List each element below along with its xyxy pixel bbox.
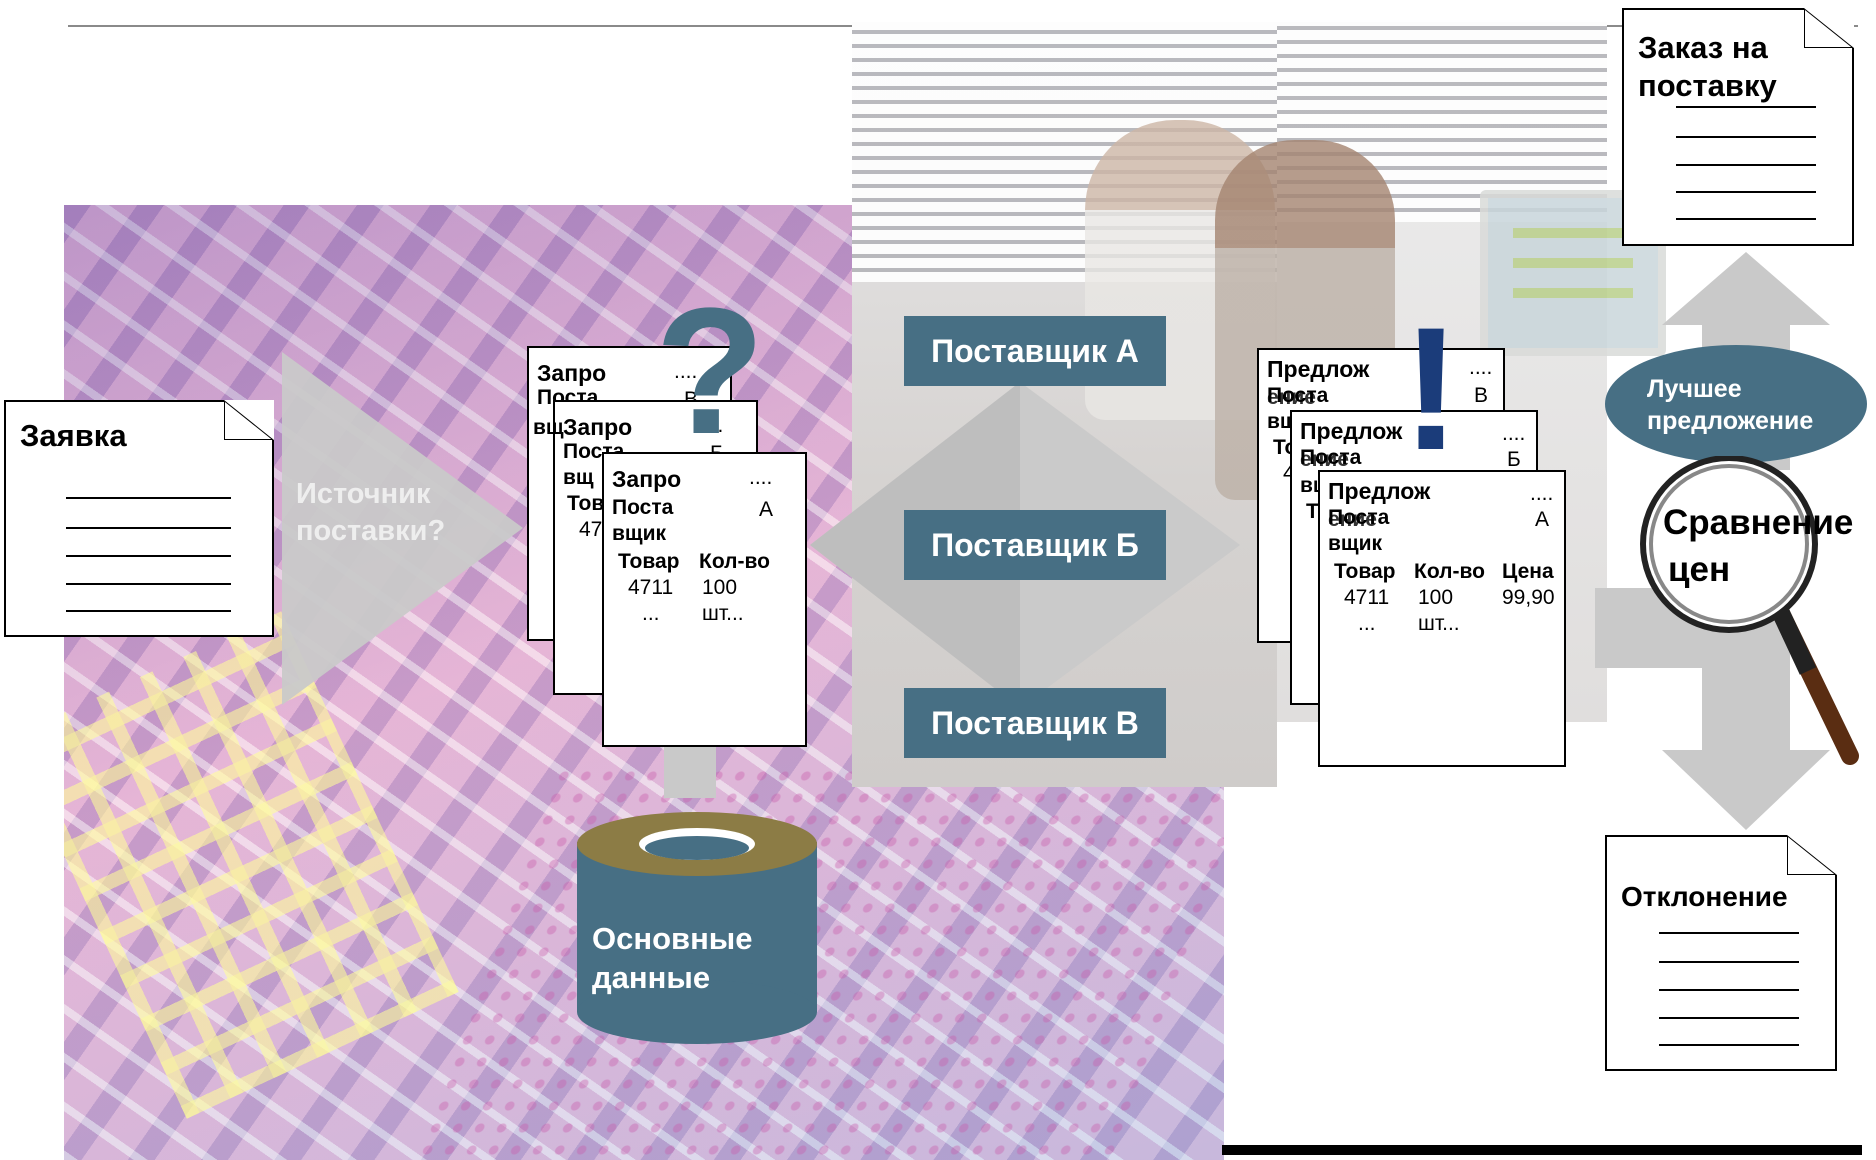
rfq-a-more: ... (642, 602, 660, 625)
rfq-document-a: Запро .... Поста вщик А Товар Кол-во 471… (602, 452, 807, 747)
rfq-c-title: Запро (537, 360, 607, 386)
offer-a-letter: А (1535, 508, 1550, 531)
offer-b-overlap: ение (1300, 448, 1349, 471)
offer-c-overlap: ение (1267, 386, 1316, 409)
offer-a-more: ... (1358, 612, 1376, 635)
offer-a-item: 4711 (1344, 586, 1390, 609)
purchase-order-line1: Заказ на (1638, 30, 1768, 65)
offer-c-title: Предлож (1267, 356, 1370, 382)
dog-ear-icon (224, 400, 274, 440)
rfq-a-letter: А (759, 498, 774, 521)
offer-b-letter: Б (1507, 448, 1521, 471)
offer-a-col-item: Товар (1334, 560, 1396, 583)
best-offer-line1: Лучшее (1647, 375, 1742, 403)
rejection-document: Отклонение (1605, 835, 1837, 1071)
rfq-b-frag4: 47 (579, 518, 603, 541)
rfq-a-col-qty: Кол-во (699, 550, 770, 573)
offer-a-qty: 100 (1418, 586, 1454, 609)
offer-b-title: Предлож (1300, 418, 1403, 444)
magnifying-glass-icon (1640, 456, 1859, 765)
supplier-v-box: Поставщик В (904, 688, 1166, 758)
offer-document-a: Предлож .... Поста ение вщик А Товар Кол… (1318, 470, 1566, 767)
rfq-a-unit: шт... (702, 602, 744, 625)
offer-a-col-qty: Кол-во (1414, 560, 1485, 583)
offer-c-dots: .... (1469, 356, 1493, 379)
offer-c-frag1: вщ (1267, 410, 1298, 433)
rejection-title: Отклонение (1621, 881, 1788, 912)
rfq-a-col-item: Товар (618, 550, 680, 573)
supplier-b-box: Поставщик Б (904, 510, 1166, 580)
price-compare-line2: цен (1668, 550, 1731, 589)
offer-b-dots: .... (1502, 422, 1526, 445)
offer-a-subtitle2: вщик (1328, 532, 1383, 555)
offer-c-letter: В (1474, 384, 1489, 407)
best-offer-line2: предложение (1647, 407, 1814, 435)
rfq-b-title: Запро (563, 414, 633, 440)
purchase-order-document: Заказ на поставку (1622, 8, 1854, 246)
offer-a-unit: шт... (1418, 612, 1460, 635)
question-mark-icon: ? (655, 271, 765, 472)
offer-c-subtitle: Поста (1267, 384, 1329, 407)
offer-a-col-price: Цена (1502, 560, 1554, 583)
master-data-line1: Основные (592, 921, 753, 956)
bottom-bar (1222, 1145, 1862, 1155)
request-title: Заявка (20, 418, 127, 453)
rfq-a-item: 4711 (628, 576, 674, 599)
offer-c-frag3: 4 (1283, 462, 1295, 485)
offer-a-overlap: ение (1328, 508, 1377, 531)
price-compare-line1: Сравнение (1663, 503, 1854, 542)
rfq-a-qty: 100 (702, 576, 738, 599)
offer-a-subtitle: Поста (1328, 506, 1390, 529)
rfq-b-frag3: Тов (567, 492, 605, 515)
offer-a-price: 99,90 (1502, 586, 1555, 609)
rfq-b-frag-line2: вщ (563, 466, 594, 489)
rfq-a-subtitle: Поста (612, 496, 674, 519)
offer-b-subtitle: Поста (1300, 446, 1362, 469)
rfq-b-frag1: вщ (533, 416, 564, 439)
exclamation-mark-icon: ! (1402, 292, 1461, 487)
offer-a-title: Предлож (1328, 478, 1431, 504)
supplier-a-box: Поставщик А (904, 316, 1166, 386)
source-arrow-shape (282, 352, 523, 705)
offer-a-dots: .... (1530, 482, 1554, 505)
source-arrow-label: Источник поставки? (296, 478, 446, 547)
best-offer-ellipse: Лучшее предложение (1605, 345, 1867, 463)
database-cylinder-icon (577, 812, 817, 1044)
dog-ear-icon (1787, 835, 1837, 875)
offer-b-frag2: Т (1306, 500, 1319, 523)
rfq-a-title: Запро (612, 466, 682, 492)
rfq-a-dots: .... (749, 466, 773, 489)
purchase-order-line2: поставку (1638, 68, 1777, 103)
rfq-b-dots: .... (700, 414, 724, 437)
master-data-line2: данные (592, 960, 711, 995)
reject-down-arrow (1662, 610, 1830, 830)
rfq-c-dots: .... (674, 360, 698, 383)
rfq-a-subtitle2: вщик (612, 522, 667, 545)
dog-ear-icon (1804, 8, 1854, 48)
request-document: Заявка (4, 400, 274, 637)
